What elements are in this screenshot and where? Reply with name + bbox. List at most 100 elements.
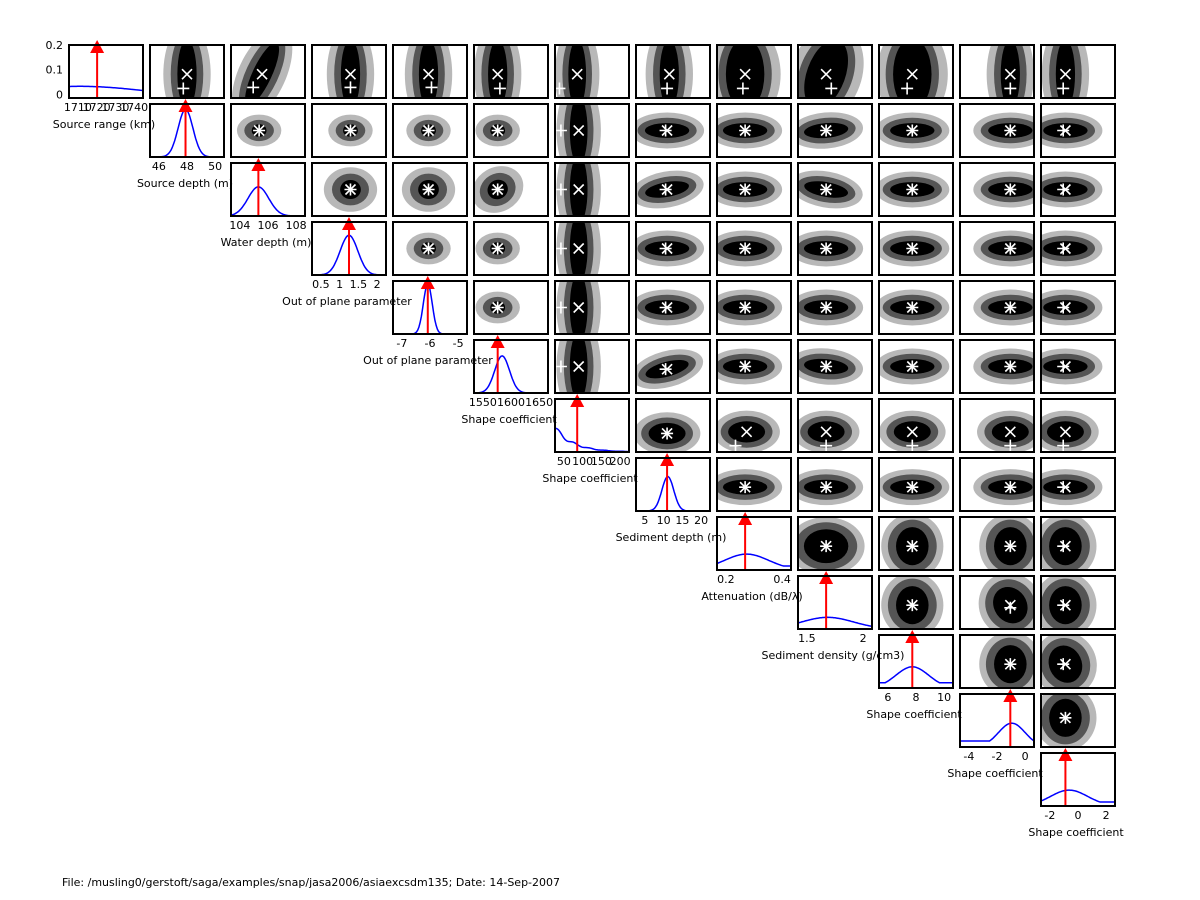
x-tick-label: 100 [572, 455, 593, 468]
joint-panel-frame [959, 575, 1035, 630]
contour-level-3 [568, 45, 587, 98]
x-tick-label: 46 [152, 160, 166, 173]
x-tick-label: 0 [1075, 809, 1082, 822]
true-value-plus-marker [739, 301, 752, 314]
joint-panel-frame [878, 339, 954, 394]
marginal-curve [960, 722, 1035, 742]
true-value-plus-marker [491, 183, 504, 196]
joint-panel-frame [392, 162, 468, 217]
joint-panel-4-7 [635, 280, 711, 335]
true-value-plus-marker [422, 183, 435, 196]
true-value-plus-marker [1004, 301, 1017, 314]
x-tick-label: 20 [694, 514, 708, 527]
true-value-plus-marker [422, 242, 435, 255]
parameter-label: Shape coefficient [542, 472, 638, 485]
true-value-plus-marker [344, 183, 357, 196]
contour-level-3 [1055, 45, 1076, 98]
joint-panel-frame [392, 103, 468, 158]
joint-panel-3-8 [716, 221, 792, 276]
true-value-plus-marker [247, 81, 260, 94]
joint-panel-3-11 [959, 221, 1035, 276]
joint-panel-0-4 [392, 44, 468, 99]
true-value-triangle-marker [1003, 689, 1018, 702]
estimate-cross-marker [573, 183, 585, 196]
estimate-cross-marker [181, 68, 193, 80]
joint-panel-0-6 [553, 44, 630, 99]
joint-contours [986, 45, 1034, 98]
x-tick-label: 0.2 [717, 573, 735, 586]
parameter-label: Sediment density (g/cm3) [762, 649, 905, 662]
joint-panel-7-11 [959, 457, 1035, 512]
true-value-plus-marker [1004, 82, 1017, 95]
joint-panel-frame [959, 398, 1035, 453]
joint-contours [474, 45, 522, 98]
true-value-plus-marker [1057, 124, 1070, 137]
joint-panel-frame [878, 457, 954, 512]
true-value-plus-marker [554, 360, 567, 373]
joint-panel-5-11 [959, 339, 1035, 394]
contour-level-3 [893, 45, 932, 98]
joint-contours [798, 517, 865, 570]
marginal-panel-frame [230, 162, 306, 217]
true-value-plus-marker [1059, 711, 1072, 724]
contour-level-3 [659, 45, 679, 98]
joint-contours [556, 163, 601, 216]
true-value-triangle-marker [90, 40, 105, 53]
joint-panel-frame [797, 103, 873, 158]
joint-panel-frame [554, 44, 630, 99]
joint-panel-6-10 [878, 398, 954, 453]
joint-panel-4-6 [554, 280, 630, 335]
joint-panel-frame [554, 221, 630, 276]
marginal-panel-frame [797, 575, 873, 630]
joint-panel-0-11 [959, 44, 1035, 99]
joint-panel-frame [635, 221, 711, 276]
x-tick-label: -2 [992, 750, 1003, 763]
joint-panel-frame [878, 398, 954, 453]
estimate-cross-marker [663, 68, 675, 80]
joint-panel-9-10 [878, 575, 954, 630]
parameter-label: Shape coefficient [1028, 826, 1124, 839]
true-value-plus-marker [1057, 242, 1070, 255]
x-tick-label: 1550 [469, 396, 497, 409]
true-value-plus-marker [1057, 439, 1070, 452]
parameter-label: Sediment depth (m) [616, 531, 727, 544]
true-value-plus-marker [177, 82, 190, 95]
joint-panel-6-12 [1040, 398, 1116, 453]
joint-panel-frame [797, 457, 873, 512]
joint-panel-7-12 [1040, 457, 1116, 512]
x-tick-label: 200 [610, 455, 631, 468]
true-value-triangle-marker [420, 276, 435, 289]
estimate-cross-marker [1004, 426, 1016, 438]
marginal-panel-frame [68, 44, 144, 99]
joint-panel-2-12 [1040, 162, 1116, 217]
true-value-plus-marker [659, 183, 672, 196]
joint-panel-1-2 [230, 103, 306, 158]
joint-panel-0-10 [878, 44, 954, 99]
joint-panel-3-10 [878, 221, 954, 276]
joint-panel-frame [554, 339, 630, 394]
joint-panel-frame [1040, 280, 1116, 335]
true-value-plus-marker [820, 242, 833, 255]
joint-panel-frame [473, 44, 549, 99]
true-value-plus-marker [491, 124, 504, 137]
true-value-triangle-marker [570, 394, 585, 407]
joint-contours [1041, 45, 1090, 98]
joint-panel-frame [473, 221, 549, 276]
true-value-plus-marker [906, 439, 919, 452]
estimate-cross-marker [256, 68, 268, 80]
joint-panel-frame [959, 221, 1035, 276]
true-value-plus-marker [906, 242, 919, 255]
true-value-triangle-marker [178, 99, 193, 112]
joint-panel-10-11 [959, 634, 1035, 689]
joint-panel-frame [1040, 221, 1116, 276]
joint-panel-frame [878, 103, 954, 158]
joint-panel-0-2 [230, 44, 306, 99]
marginal-panel-frame [554, 398, 630, 453]
parameter-label: Out of plane parameter [363, 354, 493, 367]
joint-panel-frame [311, 44, 387, 99]
x-tick-label: 0.5 [312, 278, 330, 291]
